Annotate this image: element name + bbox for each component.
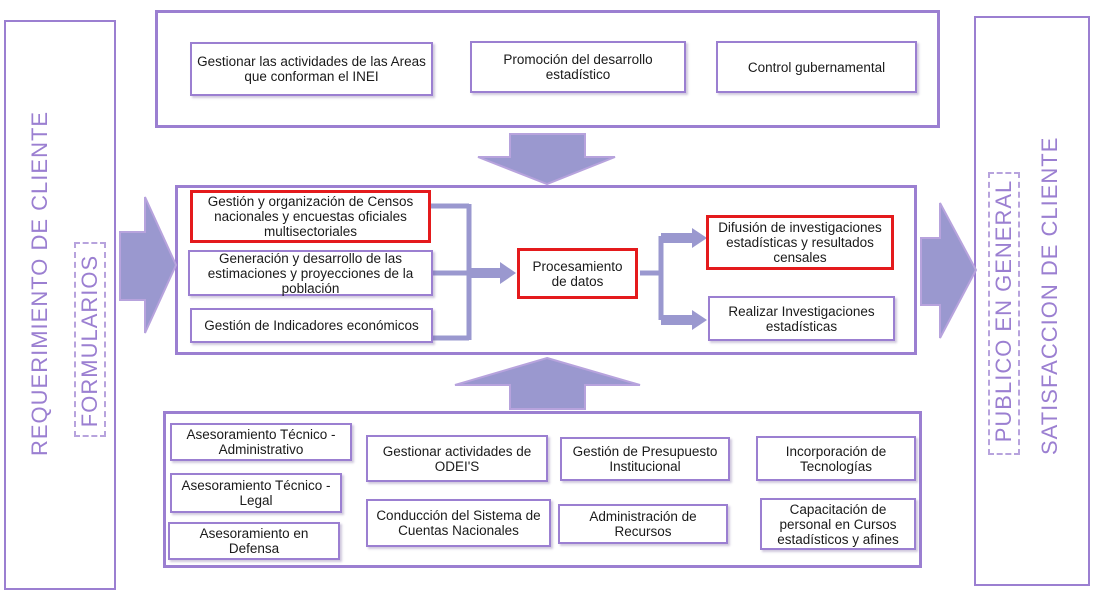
bottom-box-asesoramiento-legal: Asesoramiento Técnico - Legal: [170, 473, 342, 513]
up-arrow: [454, 356, 641, 410]
output-box-investigaciones: Realizar Investigaciones estadísticas: [708, 296, 895, 341]
down-arrow: [477, 133, 616, 186]
bottom-box-tecnologias: Incorporación de Tecnologías: [756, 436, 916, 481]
input-box-indicadores: Gestión de Indicadores económicos: [190, 308, 433, 343]
bottom-box-cuentas-nacionales: Conducción del Sistema de Cuentas Nacion…: [366, 499, 551, 547]
right-panel-sub-label: PUBLICO EN GENERAL: [991, 179, 1016, 443]
top-box-control: Control gubernamental: [716, 41, 917, 93]
input-connectors: [430, 203, 472, 341]
left-panel: [4, 20, 116, 590]
left-input-arrow: [119, 196, 178, 334]
to-output-1-arrow: [661, 228, 707, 248]
top-box-promocion: Promoción del desarrollo estadístico: [470, 41, 686, 93]
bottom-box-asesoramiento-admin: Asesoramiento Técnico - Administrativo: [170, 423, 352, 461]
output-connectors: [640, 236, 664, 320]
process-box: Procesamiento de datos: [517, 248, 638, 299]
left-panel-label: REQUERIMIENTO DE CLIENTE: [27, 110, 52, 456]
left-sub-label-frame: [74, 242, 106, 437]
top-box-gestionar-areas: Gestionar las actividades de las Areas q…: [190, 42, 433, 96]
output-box-difusion: Difusión de investigaciones estadísticas…: [706, 215, 894, 270]
bottom-box-recursos: Administración de Recursos: [558, 504, 728, 544]
bottom-box-odeis: Gestionar actividades de ODEI'S: [366, 435, 548, 482]
right-output-arrow: [920, 202, 978, 339]
to-output-2-arrow: [661, 310, 707, 330]
input-box-estimaciones: Generación y desarrollo de las estimacio…: [188, 250, 433, 296]
bottom-box-presupuesto: Gestión de Presupuesto Institucional: [560, 437, 730, 481]
right-panel: [974, 16, 1090, 586]
right-panel-label: SATISFACCION DE CLIENTE: [1037, 136, 1062, 455]
left-panel-sub-label: FORMULARIOS: [77, 254, 102, 428]
bottom-box-capacitacion: Capacitación de personal en Cursos estad…: [760, 498, 916, 550]
bottom-box-asesoramiento-defensa: Asesoramiento en Defensa: [168, 522, 340, 560]
input-box-censos: Gestión y organización de Censos naciona…: [190, 190, 431, 243]
into-process-arrow: [469, 262, 516, 284]
right-sub-label-frame: [988, 172, 1020, 455]
